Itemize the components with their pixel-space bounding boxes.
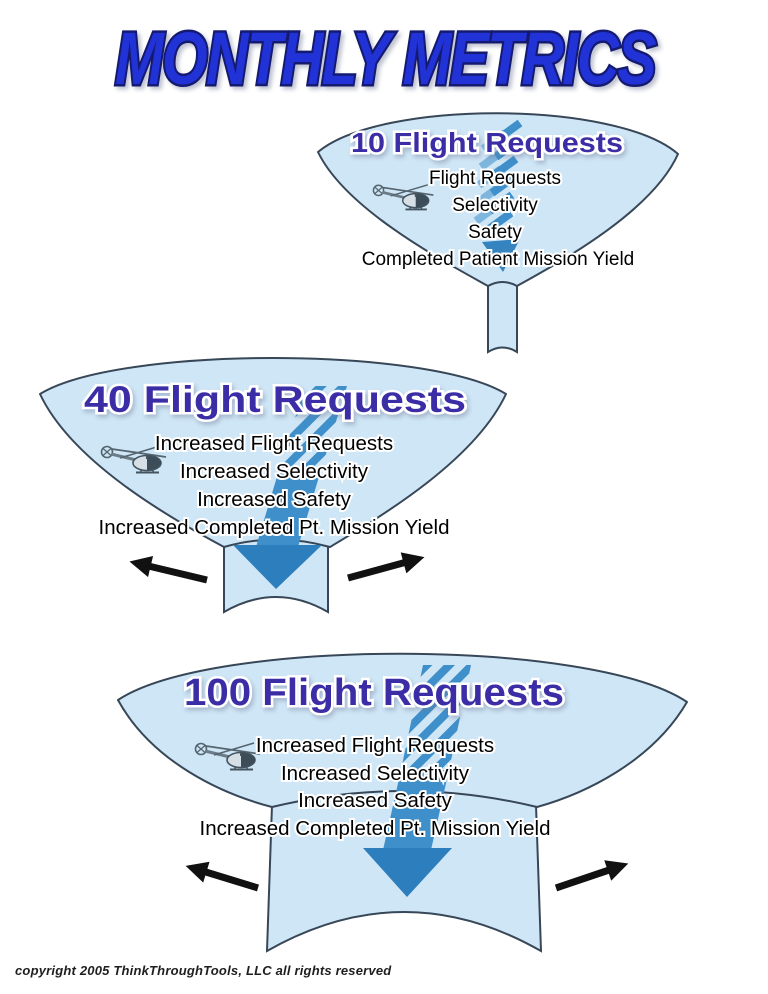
hatched-down-arrow-icon (473, 119, 523, 272)
funnel-40: 40 Flight Requests Increased Flight Requ… (39, 357, 507, 614)
funnel-40-line: Increased Selectivity (180, 460, 369, 483)
spread-arrow-left-icon (185, 861, 260, 892)
solid-down-arrow-icon (233, 386, 347, 589)
solid-down-arrow-icon (363, 665, 471, 897)
funnel-40-fan (39, 357, 507, 548)
funnel-40-header: 40 Flight Requests (84, 379, 466, 420)
funnel-40-line: Increased Completed Pt. Mission Yield (99, 516, 450, 539)
funnel-100-line: Increased Selectivity (281, 762, 470, 785)
funnel-100-line: Increased Completed Pt. Mission Yield (200, 817, 551, 840)
funnel-100: 100 Flight Requests Increased Flight Req… (117, 652, 688, 953)
spread-arrow-right-icon (554, 860, 629, 892)
funnel-100-fan (117, 652, 688, 808)
funnel-40-line: Increased Flight Requests (155, 432, 393, 455)
funnel-10-header: 10 Flight Requests (351, 127, 623, 158)
spread-arrow-right-icon (347, 552, 425, 582)
funnel-40-line: Increased Safety (197, 488, 352, 511)
funnel-10-line: Safety (468, 222, 522, 243)
funnel-10-spout (488, 282, 517, 352)
funnel-100-line: Increased Flight Requests (256, 734, 494, 757)
funnel-10-fan (317, 112, 679, 287)
funnel-10-line: Flight Requests (429, 168, 561, 189)
funnel-10: 10 Flight Requests Flight Requests Selec… (317, 112, 679, 354)
funnel-10-line: Completed Patient Mission Yield (362, 249, 634, 270)
page-title: MONTHLY METRICS (115, 17, 656, 100)
funnel-100-header: 100 Flight Requests (184, 672, 564, 714)
funnel-10-line: Selectivity (452, 195, 538, 216)
funnel-100-line: Increased Safety (298, 789, 453, 812)
spread-arrow-left-icon (129, 555, 208, 584)
copyright-notice: copyright 2005 ThinkThroughTools, LLC al… (15, 963, 392, 978)
